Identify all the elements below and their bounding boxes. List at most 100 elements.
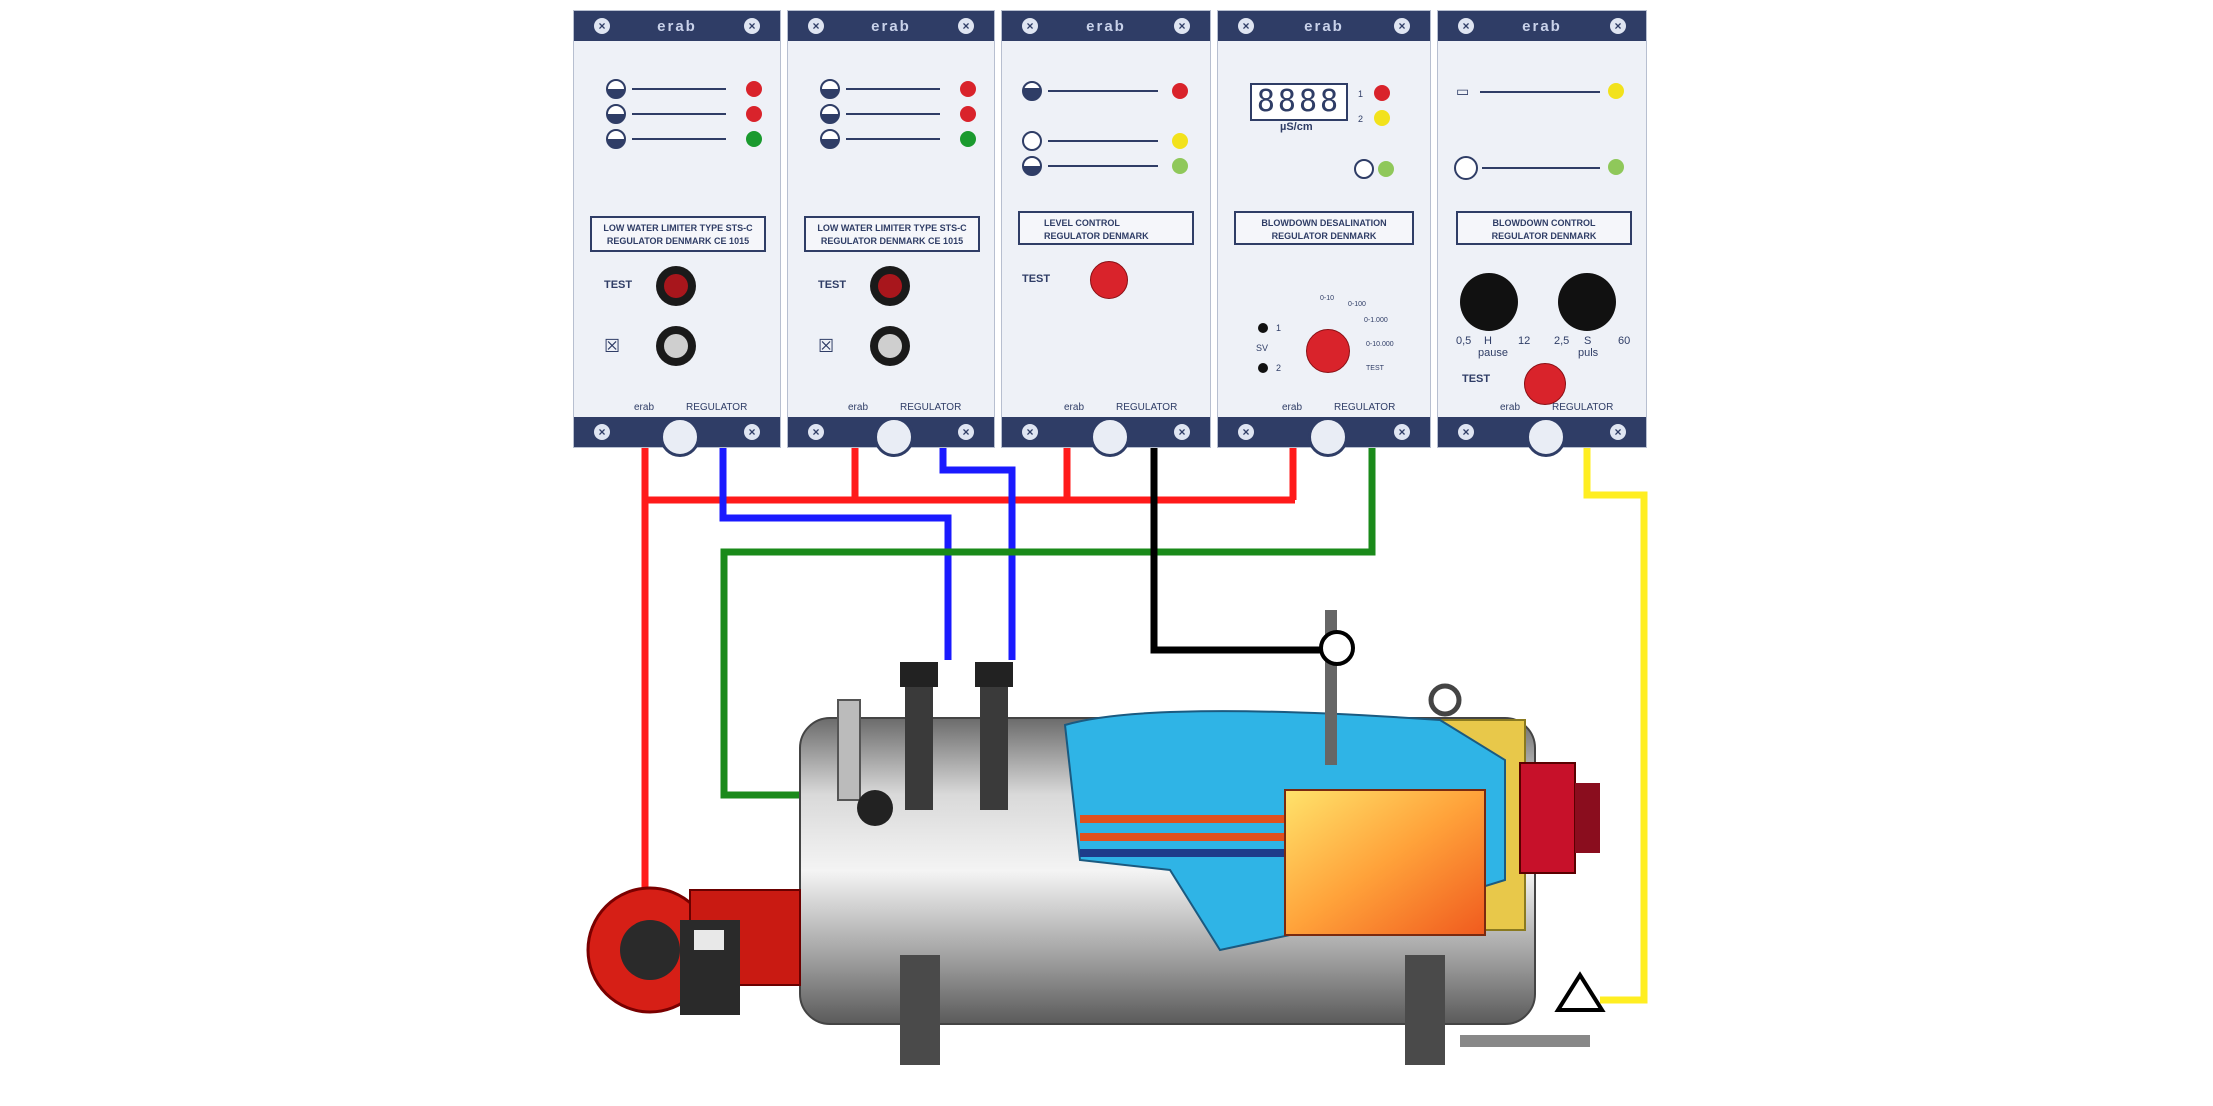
module-blowdown-control: × erab × ▭ BLOWDOWN CONTROL REGULATOR DE… [1437, 10, 1647, 457]
indicator-row [1022, 81, 1192, 101]
indicator-row [1022, 131, 1192, 151]
led-2-label: 2 [1358, 114, 1364, 124]
dial-min: 2,5 [1554, 335, 1570, 347]
panel-top-bar: × erab × [1002, 11, 1210, 41]
footer-text: REGULATOR [686, 402, 748, 413]
screw-icon: × [1610, 18, 1626, 34]
footer-brand: erab [848, 402, 869, 413]
brand-logo: erab [871, 18, 911, 35]
sv-1-label: 1 [1276, 323, 1282, 333]
module-low-water-limiter-2: × erab × LOW WATER LIMITER TYPE STS-C RE… [787, 10, 995, 457]
dial-unit: S [1584, 335, 1592, 347]
reset-button[interactable] [870, 326, 910, 366]
mounting-knob [660, 417, 700, 457]
dial-unit: H [1484, 335, 1492, 347]
output-icon: ▭ [1456, 83, 1470, 99]
green-wire [720, 448, 1376, 799]
conductivity-display: 8888 [1250, 83, 1348, 121]
brand-logo: erab [1522, 18, 1562, 35]
wiring [641, 448, 1648, 1004]
screw-icon: × [744, 18, 760, 34]
burner [586, 886, 801, 1015]
dial-label: pause [1478, 347, 1508, 359]
module-label: LOW WATER LIMITER TYPE STS-C REGULATOR D… [590, 216, 766, 252]
module-low-water-limiter-1: × erab × LOW WATER LIMITER TYPE STS-C RE… [573, 10, 781, 457]
range-label: 0-10 [1320, 295, 1335, 302]
screw-icon: × [808, 424, 824, 440]
level-indicator-icon [1022, 81, 1042, 101]
status-led [746, 106, 762, 122]
screw-icon: × [1238, 424, 1254, 440]
pause-dial[interactable] [1460, 273, 1518, 331]
sv-led [1258, 363, 1268, 373]
screw-icon: × [1238, 18, 1254, 34]
module-blowdown-desalination: × erab × 8888 µS/cm 1 2 BLOWDOWN DESALIN… [1217, 10, 1431, 457]
sv-led [1258, 323, 1268, 333]
indicator-row [606, 104, 766, 124]
status-led [960, 81, 976, 97]
screw-icon: × [958, 424, 974, 440]
screw-icon: × [958, 18, 974, 34]
screw-icon: × [744, 424, 760, 440]
screw-icon: × [1022, 424, 1038, 440]
status-led [1374, 85, 1390, 101]
footer-brand: erab [1282, 402, 1303, 413]
indicator-row [606, 129, 766, 149]
test-button[interactable] [1524, 363, 1566, 405]
status-led [1172, 133, 1188, 149]
module-label: BLOWDOWN CONTROL REGULATOR DENMARK [1456, 211, 1632, 245]
range-selector[interactable] [1306, 329, 1350, 373]
indicator-row [820, 129, 980, 149]
mounting-knob [874, 417, 914, 457]
reset-icon: ☒ [604, 336, 621, 356]
indicator-row [606, 79, 766, 99]
boiler [799, 610, 1606, 1065]
dial-min: 0,5 [1456, 335, 1472, 347]
indicator-row [820, 79, 980, 99]
level-indicator-icon [820, 129, 840, 149]
test-label: TEST [604, 279, 633, 291]
led-1-label: 1 [1358, 89, 1364, 99]
mounting-knob [1526, 417, 1566, 457]
footer-text: REGULATOR [900, 402, 962, 413]
screw-icon: × [1394, 18, 1410, 34]
status-led [1608, 83, 1624, 99]
module-level-control: × erab × LEVEL CONTROL REGULATOR DENMARK… [1001, 10, 1211, 457]
test-button[interactable] [1090, 261, 1128, 299]
screw-icon: × [594, 424, 610, 440]
yellow-wire [1583, 448, 1648, 1004]
module-label: LOW WATER LIMITER TYPE STS-C REGULATOR D… [804, 216, 980, 252]
brand-logo: erab [1304, 18, 1344, 35]
screw-icon: × [808, 18, 824, 34]
test-label: TEST [818, 279, 847, 291]
sv-2-label: 2 [1276, 363, 1282, 373]
range-label: 0-100 [1348, 301, 1366, 308]
blue-wire-1 [719, 448, 952, 660]
reset-icon: ☒ [818, 336, 835, 356]
status-led [1172, 158, 1188, 174]
sv-label: SV [1256, 343, 1269, 353]
level-indicator-icon [606, 129, 626, 149]
status-led [1608, 159, 1624, 175]
module-label: LEVEL CONTROL REGULATOR DENMARK [1018, 211, 1194, 245]
footer-text: REGULATOR [1334, 402, 1396, 413]
probe-indicator-icon [1354, 159, 1374, 179]
screw-icon: × [594, 18, 610, 34]
range-label: 0-10.000 [1366, 341, 1394, 348]
pulse-dial[interactable] [1558, 273, 1616, 331]
footer-text: REGULATOR [1552, 402, 1614, 413]
level-indicator-icon [606, 104, 626, 124]
reset-button[interactable] [656, 326, 696, 366]
range-label: 0-1.000 [1364, 317, 1388, 324]
level-indicator-icon [820, 104, 840, 124]
footer-text: REGULATOR [1116, 402, 1178, 413]
dial-max: 60 [1618, 335, 1631, 347]
dial-max: 12 [1518, 335, 1531, 347]
screw-icon: × [1458, 18, 1474, 34]
test-button[interactable] [656, 266, 696, 306]
test-button[interactable] [870, 266, 910, 306]
screw-icon: × [1022, 18, 1038, 34]
range-label: TEST [1366, 365, 1384, 372]
status-led [746, 81, 762, 97]
